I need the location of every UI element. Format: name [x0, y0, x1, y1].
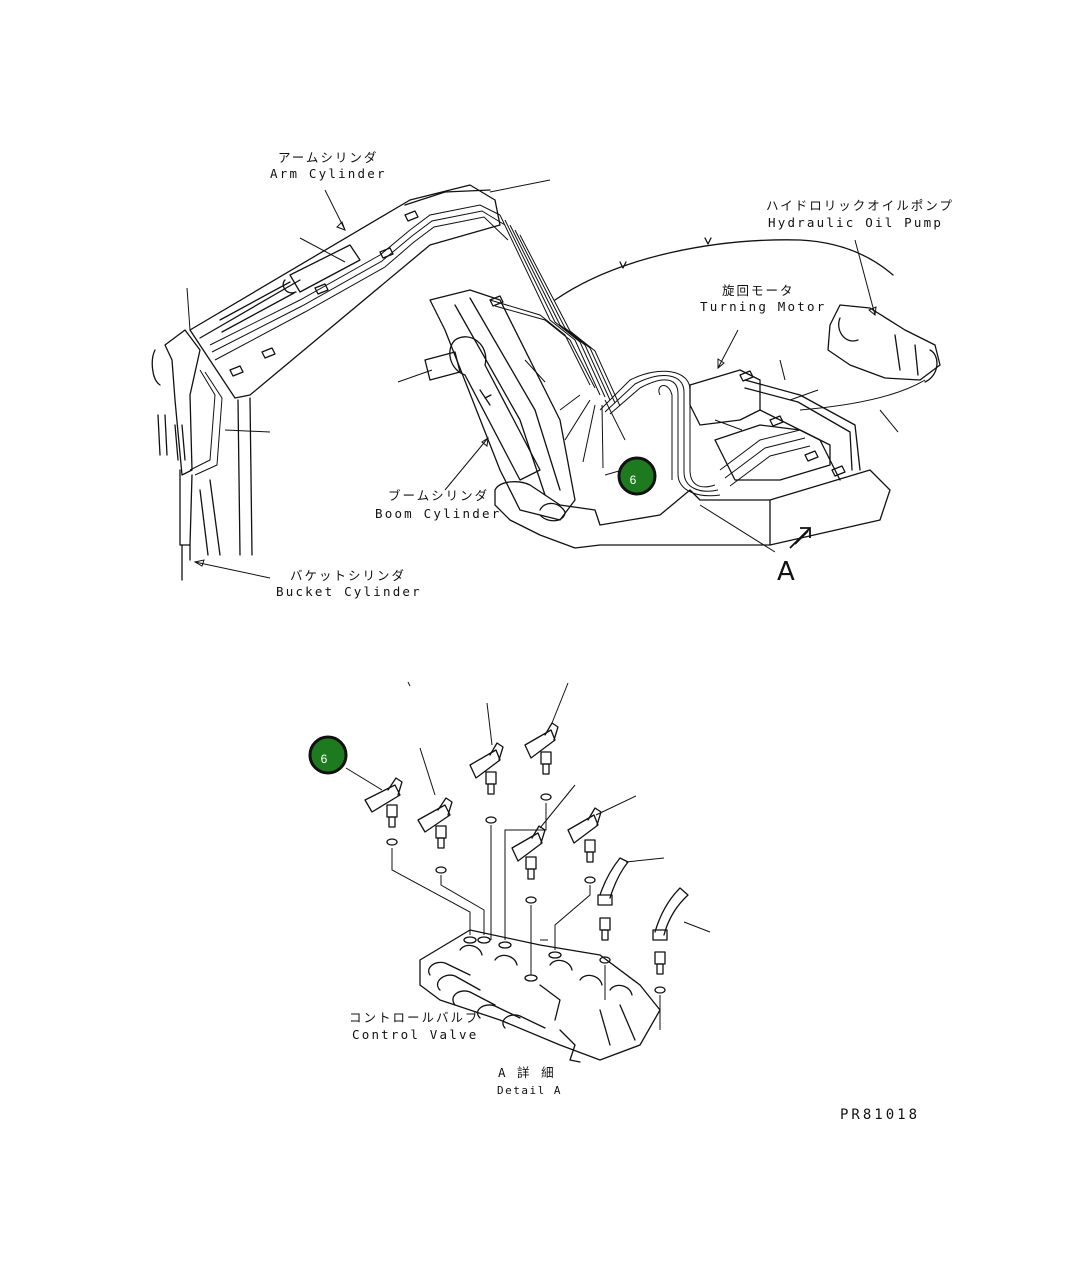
hydraulic-pump-label-en: Hydraulic Oil Pump — [768, 215, 943, 230]
hydraulic-pump-label-jp: ハイドロリックオイルポンプ — [766, 198, 954, 213]
callout-number: 6 — [630, 473, 637, 487]
callout-number: 6 — [321, 752, 328, 766]
boom-cylinder-label-en: Boom Cylinder — [375, 506, 501, 521]
part-callout-6-upper[interactable]: 6 — [617, 456, 657, 496]
upper-assembly-drawing — [151, 179, 941, 581]
view-marker-a: A — [777, 557, 795, 587]
drawing-code: PR81018 — [840, 1107, 920, 1123]
control-valve-label-en: Control Valve — [352, 1027, 478, 1042]
detail-a-label-en: Detail A — [497, 1084, 562, 1097]
control-valve-label-jp: コントロールバルブ — [349, 1010, 480, 1025]
turning-motor-label-en: Turning Motor — [700, 299, 826, 314]
part-callout-6-detail[interactable]: 6 — [308, 735, 348, 775]
arm-cylinder-label-en: Arm Cylinder — [270, 166, 387, 181]
bucket-cylinder-label-en: Bucket Cylinder — [276, 584, 422, 599]
detail-a-drawing — [345, 681, 711, 1063]
boom-cylinder-label-jp: ブームシリンダ — [388, 488, 489, 503]
turning-motor-label-jp: 旋回モータ — [722, 283, 795, 298]
detail-a-label-jp: A 詳 細 — [498, 1065, 556, 1080]
arm-cylinder-label-jp: アームシリンダ — [278, 150, 378, 165]
bucket-cylinder-label-jp: バケットシリンダ — [290, 568, 406, 583]
